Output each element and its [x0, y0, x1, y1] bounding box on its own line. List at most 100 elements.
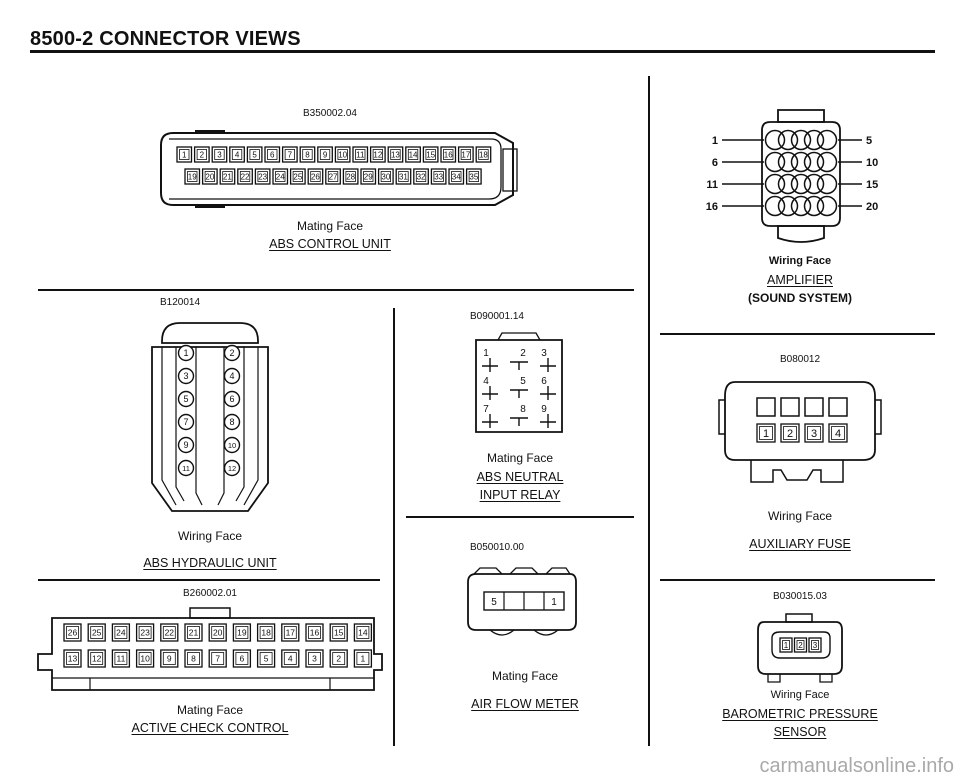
pin-socket — [777, 129, 799, 151]
pin-socket — [764, 151, 786, 173]
connector-code: B090001.14 — [470, 311, 524, 322]
pin-label: 12 — [373, 150, 382, 159]
pin-label: 8 — [520, 404, 526, 415]
pin-label: 5 — [866, 135, 872, 147]
pin-cell: 26 — [63, 623, 82, 642]
pin-label: 4 — [288, 654, 293, 664]
face-label: Mating Face — [486, 451, 554, 465]
divider — [393, 308, 395, 746]
connector-code: B350002.04 — [303, 108, 357, 119]
pin-cell: 25 — [87, 623, 106, 642]
pin-label: 28 — [346, 172, 355, 181]
pin-cell: 19 — [232, 623, 252, 642]
pin-cell: 8 — [299, 146, 316, 163]
pin-label: 16 — [444, 150, 453, 159]
pin-label: 3 — [811, 428, 817, 440]
page-title: 8500-2 CONNECTOR VIEWS — [30, 28, 301, 50]
pin-label: 18 — [479, 150, 488, 159]
pin-label: 10 — [140, 654, 150, 664]
pin-socket — [790, 129, 812, 151]
pin-cell: 2 — [793, 637, 808, 653]
connector-title: ABS HYDRAULIC UNIT — [143, 556, 277, 570]
relay-pin: 5 — [510, 376, 528, 398]
pin-label: 1 — [483, 348, 489, 359]
pin-label: 18 — [261, 628, 271, 638]
pin-label: 29 — [364, 172, 373, 181]
pin-label: 2 — [787, 428, 793, 440]
pin-cell: 9 — [177, 436, 195, 454]
face-label: Wiring Face — [177, 529, 242, 543]
pin-label: 4 — [483, 376, 489, 387]
pin-cell: 18 — [475, 146, 492, 163]
connector-title-line2: SENSOR — [773, 725, 827, 739]
pin-label: 2 — [336, 654, 341, 664]
pin-cell: 27 — [325, 168, 341, 185]
pin-label: 35 — [469, 172, 478, 181]
pin-label: 5 — [264, 654, 269, 664]
pin-label: 6 — [270, 150, 275, 159]
pin-cell: 7 — [177, 413, 195, 431]
pin-cell: 10 — [223, 436, 241, 454]
pin-label: 34 — [452, 172, 461, 181]
pin-label: 23 — [258, 172, 267, 181]
relay-pin: 7 — [482, 404, 498, 428]
connector-title-line2: INPUT RELAY — [479, 488, 561, 502]
pin-label: 22 — [165, 628, 175, 638]
connector-subtitle: (SOUND SYSTEM) — [747, 291, 852, 305]
pin-cell: 11 — [352, 146, 369, 163]
pin-socket — [803, 195, 825, 217]
pin-socket — [816, 195, 838, 217]
pin-cell: 12 — [369, 146, 386, 163]
pin-label: 14 — [409, 150, 418, 159]
pin-cell: 26 — [307, 168, 324, 185]
pin-cell: 15 — [329, 623, 348, 642]
pin-label: 1 — [712, 135, 718, 147]
pin-label: 20 — [866, 201, 878, 213]
pin-label: 3 — [217, 150, 222, 159]
connector-title: AIR FLOW METER — [471, 697, 579, 711]
pin-cell: 1 — [353, 649, 373, 668]
pin-cell: 29 — [360, 168, 377, 185]
relay-pin: 6 — [540, 376, 556, 400]
pin-label: 5 — [252, 150, 257, 159]
pin-cell: 9 — [317, 146, 333, 163]
pin-cell: 4 — [828, 423, 848, 443]
pin-socket — [764, 195, 786, 217]
pin-label: 6 — [229, 394, 234, 404]
pin-cell: 17 — [457, 146, 474, 163]
pin-cell: 10 — [334, 146, 351, 163]
pin-label: 3 — [813, 641, 818, 650]
pin-label: 4 — [835, 428, 841, 440]
connector-title: ABS NEUTRAL — [476, 470, 564, 484]
pin-cell: 7 — [208, 649, 227, 668]
pin-label: 6 — [240, 654, 245, 664]
pin-label: 17 — [286, 628, 296, 638]
pin-socket — [777, 195, 799, 217]
pin-cell: 35 — [465, 168, 482, 185]
pin-label: 2 — [229, 348, 234, 358]
pin-cell: 4 — [223, 367, 241, 385]
pin-label: 20 — [205, 172, 214, 181]
pin-label: 23 — [140, 628, 150, 638]
pin-label: 3 — [541, 348, 547, 359]
pin-cell: 12 — [87, 649, 106, 668]
pin-cell: 6 — [223, 390, 241, 408]
pin-cell: 24 — [272, 168, 289, 185]
face-label: Wiring Face — [767, 509, 832, 523]
pin-label: 9 — [183, 440, 188, 450]
pin-label: 5 — [183, 394, 188, 404]
pin-cell: 13 — [387, 146, 404, 163]
pin-label: 4 — [235, 150, 240, 159]
connector-title: AUXILIARY FUSE — [749, 537, 851, 551]
pin-label: 8 — [191, 654, 196, 664]
pin-label: 2 — [520, 348, 526, 359]
pin-cell: 21 — [184, 623, 203, 642]
pin-cell: 1 — [176, 146, 193, 163]
relay-pin: 9 — [540, 404, 556, 428]
pin-cell: 8 — [184, 649, 203, 668]
pin-label: 21 — [189, 628, 199, 638]
pin-label: 9 — [541, 404, 547, 415]
